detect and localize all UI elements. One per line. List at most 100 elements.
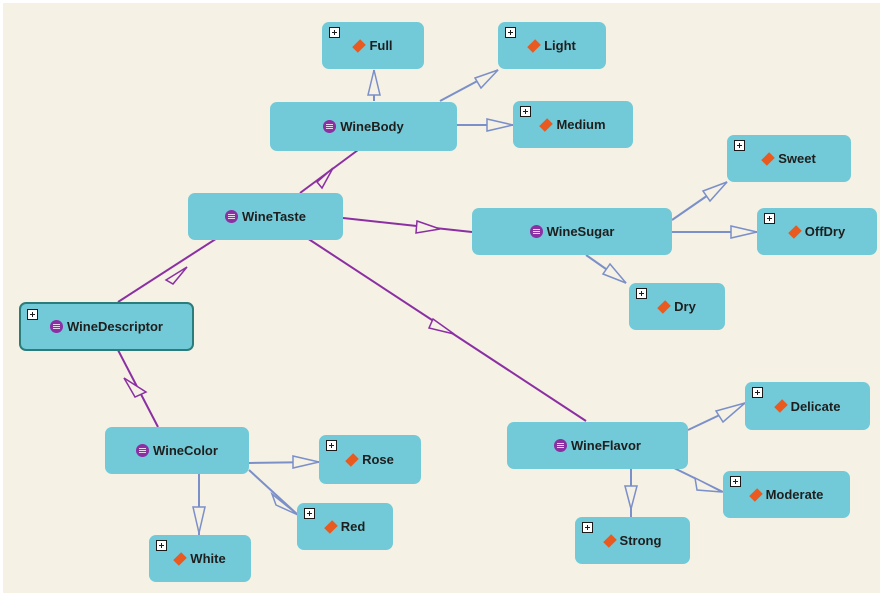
edge-wineflavor-moderate[interactable] bbox=[671, 466, 724, 493]
expand-icon[interactable] bbox=[27, 309, 38, 320]
node-label: Moderate bbox=[765, 487, 824, 502]
node-label: Delicate bbox=[790, 398, 841, 414]
node-offdry[interactable]: OffDry bbox=[757, 208, 877, 255]
class-icon bbox=[529, 225, 543, 238]
edge-wineflavor-strong[interactable] bbox=[624, 469, 638, 517]
node-label: Sweet bbox=[778, 151, 816, 166]
class-icon bbox=[225, 210, 239, 223]
node-dry[interactable]: Dry bbox=[629, 283, 725, 330]
subclass-arrowhead-icon bbox=[415, 219, 441, 234]
instance-icon bbox=[323, 519, 338, 534]
class-icon bbox=[323, 120, 337, 133]
expand-icon[interactable] bbox=[326, 440, 337, 451]
instance-icon bbox=[657, 299, 671, 314]
instance-icon bbox=[345, 452, 359, 467]
node-label: Medium bbox=[556, 117, 606, 132]
node-wineflavor[interactable]: WineFlavor bbox=[507, 422, 688, 469]
subclass-arrowhead-icon bbox=[123, 377, 148, 398]
subclass-arrowhead-icon bbox=[164, 266, 188, 285]
instance-arrowhead-icon bbox=[270, 491, 299, 516]
node-label: WineTaste bbox=[242, 209, 306, 224]
node-label: Full bbox=[369, 38, 393, 53]
node-label: Red bbox=[340, 519, 366, 534]
node-label: WineBody bbox=[340, 119, 404, 134]
node-winedescriptor[interactable]: WineDescriptor bbox=[19, 302, 194, 351]
node-label: Rose bbox=[362, 452, 394, 467]
class-icon bbox=[50, 320, 64, 333]
node-label: Light bbox=[544, 38, 576, 53]
instance-icon bbox=[173, 551, 188, 566]
instance-arrowhead-icon bbox=[694, 476, 723, 493]
instance-arrowhead-icon bbox=[367, 69, 381, 96]
edge-winecolor-red[interactable] bbox=[248, 469, 299, 516]
node-full[interactable]: Full bbox=[322, 22, 424, 69]
instance-arrowhead-icon bbox=[714, 402, 746, 424]
node-winesugar[interactable]: WineSugar bbox=[472, 208, 672, 255]
node-label: WineSugar bbox=[546, 224, 615, 239]
expand-icon[interactable] bbox=[730, 476, 741, 487]
edge-winecolor-white[interactable] bbox=[192, 474, 206, 535]
expand-icon[interactable] bbox=[734, 140, 745, 151]
instance-arrowhead-icon bbox=[192, 506, 206, 534]
instance-arrowhead-icon bbox=[292, 455, 320, 469]
edge-winebody-medium[interactable] bbox=[457, 118, 514, 132]
class-icon bbox=[554, 439, 568, 452]
node-winecolor[interactable]: WineColor bbox=[105, 427, 249, 474]
instance-arrowhead-icon bbox=[473, 69, 499, 90]
instance-icon bbox=[761, 151, 775, 166]
instance-arrowhead-icon bbox=[624, 485, 638, 512]
subclass-arrowhead-icon bbox=[427, 317, 455, 335]
edge-wineflavor-delicate[interactable] bbox=[687, 402, 746, 431]
node-winetaste[interactable]: WineTaste bbox=[188, 193, 343, 240]
node-label: WineColor bbox=[153, 443, 218, 458]
edge-winebody-full[interactable] bbox=[367, 69, 381, 101]
expand-icon[interactable] bbox=[156, 540, 167, 551]
expand-icon[interactable] bbox=[752, 387, 763, 398]
instance-icon bbox=[748, 487, 763, 502]
node-light[interactable]: Light bbox=[498, 22, 606, 69]
instance-icon bbox=[773, 399, 788, 413]
node-label: Dry bbox=[674, 299, 696, 314]
instance-arrowhead-icon bbox=[601, 262, 627, 284]
instance-icon bbox=[539, 117, 554, 132]
expand-icon[interactable] bbox=[329, 27, 340, 38]
node-winebody[interactable]: WineBody bbox=[270, 102, 457, 151]
node-strong[interactable]: Strong bbox=[575, 517, 690, 564]
instance-arrowhead-icon bbox=[701, 181, 728, 203]
edge-winetaste-wineflavor[interactable] bbox=[306, 237, 587, 422]
node-white[interactable]: White bbox=[149, 535, 251, 582]
node-label: Strong bbox=[619, 533, 662, 548]
edge-winesugar-dry[interactable] bbox=[585, 254, 627, 284]
instance-icon bbox=[352, 38, 367, 53]
node-label: OffDry bbox=[804, 224, 846, 239]
instance-arrowhead-icon bbox=[486, 118, 514, 132]
node-medium[interactable]: Medium bbox=[513, 101, 633, 148]
node-moderate[interactable]: Moderate bbox=[723, 471, 850, 518]
edge-winebody-light[interactable] bbox=[439, 69, 499, 102]
expand-icon[interactable] bbox=[520, 106, 531, 117]
node-red[interactable]: Red bbox=[297, 503, 393, 550]
edge-winedescriptor-winecolor[interactable] bbox=[117, 349, 159, 428]
edge-winesugar-offdry[interactable] bbox=[672, 225, 758, 239]
subclass-arrowhead-icon bbox=[315, 167, 334, 190]
expand-icon[interactable] bbox=[304, 508, 315, 519]
node-label: WineDescriptor bbox=[67, 319, 163, 334]
edge-winesugar-sweet[interactable] bbox=[671, 181, 728, 221]
edge-winecolor-rose[interactable] bbox=[248, 455, 320, 469]
node-label: White bbox=[190, 551, 226, 566]
node-delicate[interactable]: Delicate bbox=[745, 382, 870, 430]
instance-arrowhead-icon bbox=[730, 225, 758, 239]
class-icon bbox=[136, 444, 150, 457]
instance-icon bbox=[527, 38, 541, 53]
expand-icon[interactable] bbox=[505, 27, 516, 38]
node-sweet[interactable]: Sweet bbox=[727, 135, 851, 182]
node-rose[interactable]: Rose bbox=[319, 435, 421, 484]
expand-icon[interactable] bbox=[636, 288, 647, 299]
edge-winetaste-winesugar[interactable] bbox=[342, 217, 473, 234]
instance-icon bbox=[787, 224, 802, 239]
instance-icon bbox=[602, 533, 617, 548]
expand-icon[interactable] bbox=[582, 522, 593, 533]
expand-icon[interactable] bbox=[764, 213, 775, 224]
edge-winetaste-winebody[interactable] bbox=[299, 149, 359, 194]
